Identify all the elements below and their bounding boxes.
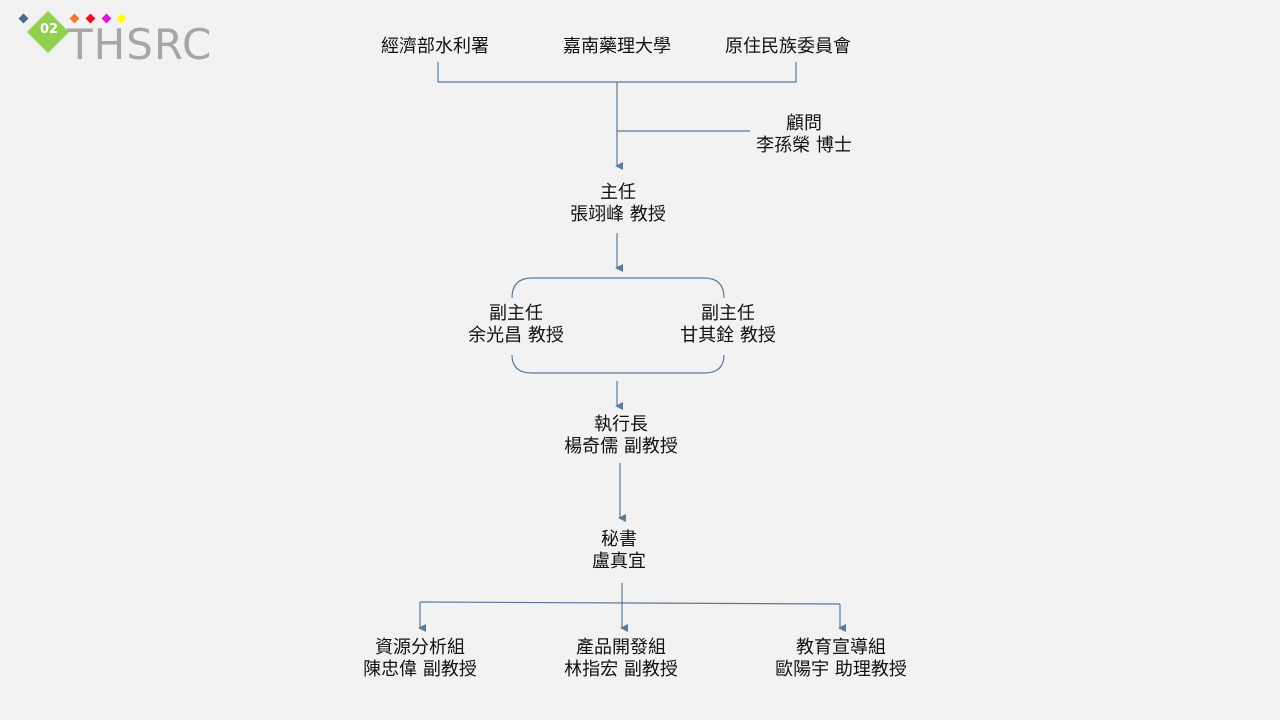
group-node-resource-analysis: 資源分析組 陳忠偉 副教授: [363, 637, 477, 681]
director-name: 張翊峰 教授: [570, 204, 666, 225]
deputies-bracket-bottom: [511, 354, 725, 374]
director-node: 主任 張翊峰 教授: [570, 182, 666, 226]
logo-badge-icon: [27, 11, 69, 53]
deputies-bracket-top: [511, 277, 725, 299]
logo-text: THSRC: [67, 20, 213, 69]
advisor-name: 李孫榮 博士: [756, 135, 852, 156]
group-node-product-development: 產品開發組 林指宏 副教授: [564, 637, 678, 681]
secretary-name: 盧真宜: [592, 551, 646, 572]
group-bus: [419, 601, 841, 605]
advisor-node: 顧問 李孫榮 博士: [756, 113, 852, 157]
top-org-bracket: [437, 62, 797, 83]
top-org-water-agency: 經濟部水利署: [381, 36, 489, 58]
group-title: 教育宣導組: [795, 637, 886, 658]
org-label: 經濟部水利署: [381, 36, 489, 57]
deputy-title: 副主任: [700, 303, 755, 324]
group-leader: 林指宏 副教授: [564, 659, 678, 680]
deputy-name: 甘其銓 教授: [680, 325, 776, 346]
director-title: 主任: [599, 182, 636, 203]
top-org-university: 嘉南藥理大學: [563, 36, 671, 58]
deputy-node-2: 副主任 甘其銓 教授: [680, 303, 776, 347]
group-title: 資源分析組: [374, 637, 465, 658]
group-node-education-promotion: 教育宣導組 歐陽宇 助理教授: [775, 637, 907, 681]
group-leader: 陳忠偉 副教授: [363, 659, 477, 680]
deputy-node-1: 副主任 余光昌 教授: [468, 303, 564, 347]
ceo-node: 執行長 楊奇儒 副教授: [564, 414, 678, 458]
deputy-title: 副主任: [488, 303, 543, 324]
ceo-name: 楊奇儒 副教授: [564, 436, 678, 457]
logo-dots-icon: [18, 13, 127, 24]
deputy-name: 余光昌 教授: [468, 325, 564, 346]
group-title: 產品開發組: [575, 637, 666, 658]
top-org-indigenous-council: 原住民族委員會: [725, 36, 851, 58]
org-label: 原住民族委員會: [725, 36, 851, 57]
ceo-title: 執行長: [593, 414, 648, 435]
logo-number: 02: [39, 22, 59, 37]
secretary-node: 秘書 盧真宜: [592, 529, 646, 573]
advisor-title: 顧問: [785, 113, 822, 134]
org-label: 嘉南藥理大學: [563, 36, 671, 57]
secretary-title: 秘書: [601, 529, 637, 550]
group-leader: 歐陽宇 助理教授: [775, 659, 907, 680]
